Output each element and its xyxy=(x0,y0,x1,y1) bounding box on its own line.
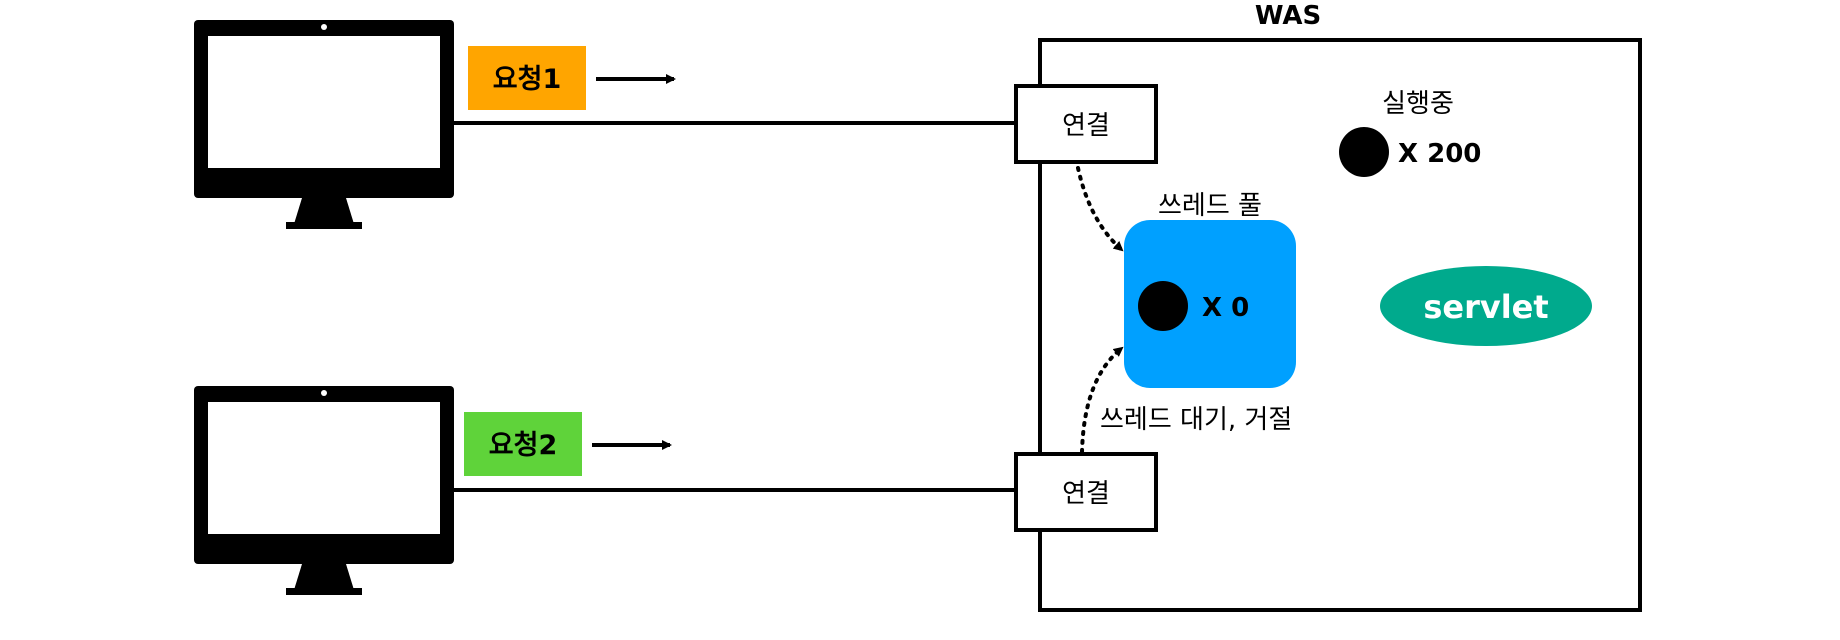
dotted-arrow-connect xyxy=(1076,166,1124,252)
running-count: X 200 xyxy=(1398,139,1481,169)
request-badge-2: 요청2 xyxy=(464,412,582,476)
request-label-2: 요청2 xyxy=(489,430,557,461)
thread-pool-label: 쓰레드 풀 xyxy=(1158,191,1262,221)
connection-box-2: 연결 xyxy=(1014,452,1158,532)
thread-pool-box xyxy=(1124,220,1296,388)
was-title: WAS xyxy=(1255,1,1321,31)
dotted-arrow-wait xyxy=(1080,346,1124,454)
wait-reject-label: 쓰레드 대기, 거절 xyxy=(1100,405,1292,435)
thread-pool-count: X 0 xyxy=(1202,293,1249,323)
connection-label-2: 연결 xyxy=(1062,479,1110,509)
thread-dot-running xyxy=(1339,127,1389,177)
client-monitor-1 xyxy=(194,20,454,229)
connection-box-1: 연결 xyxy=(1014,84,1158,164)
running-label: 실행중 xyxy=(1382,89,1454,119)
was-container xyxy=(1038,38,1642,612)
connection-label-1: 연결 xyxy=(1062,111,1110,141)
request-label-1: 요청1 xyxy=(493,64,561,95)
servlet-label: servlet xyxy=(1423,288,1548,326)
servlet-ellipse xyxy=(1380,266,1592,346)
client-monitor-2 xyxy=(194,386,454,595)
request-badge-1: 요청1 xyxy=(468,46,586,110)
thread-dot-pool xyxy=(1138,281,1188,331)
